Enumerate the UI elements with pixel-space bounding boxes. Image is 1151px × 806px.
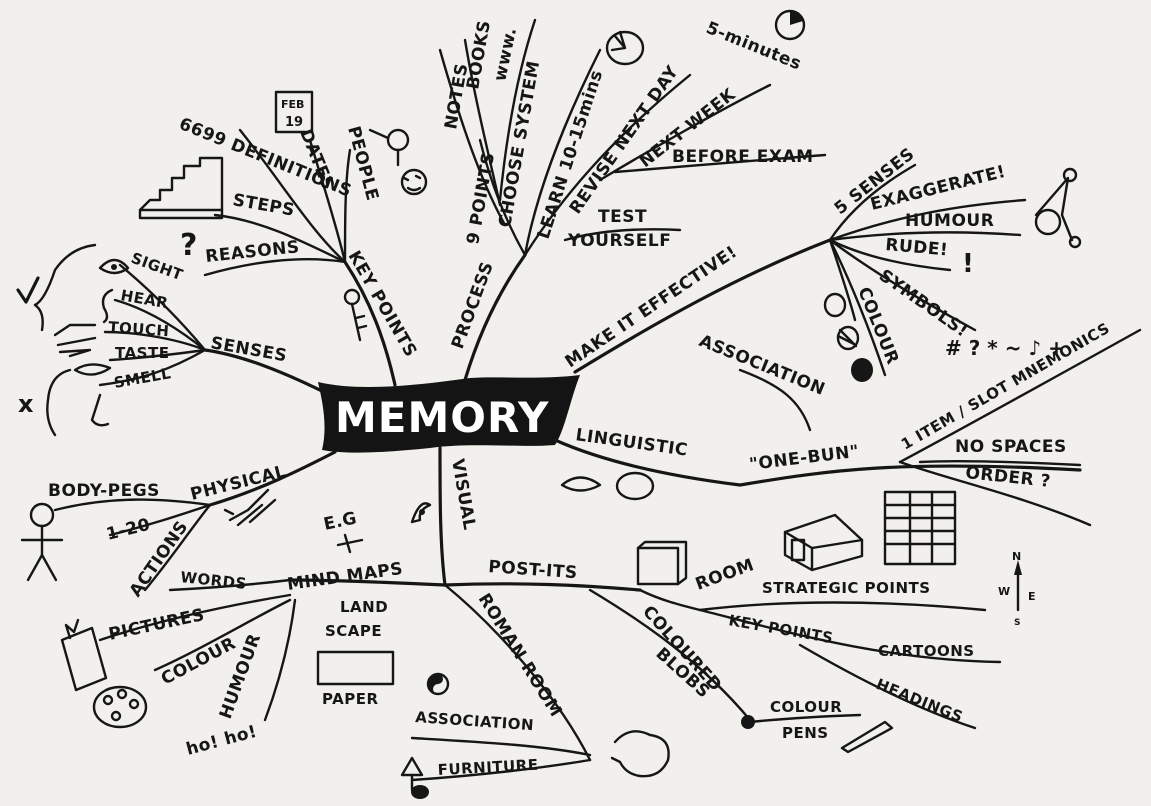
one-twenty-label: 1-20 — [104, 515, 152, 545]
sense-taste-label: TASTE — [115, 344, 169, 362]
post-its-label: POST-ITS — [488, 557, 579, 583]
paper-label: PAPER — [322, 690, 379, 708]
sense-touch-label: TOUCH — [108, 318, 170, 340]
svg-text:W: W — [998, 585, 1010, 598]
www-label: www. — [490, 26, 521, 83]
landscape-label-1: LAND — [340, 598, 388, 616]
stick-figure-icon — [20, 502, 64, 582]
key-points-visual-label: KEY POINTS — [727, 611, 834, 647]
exclamation-icon: ! — [962, 249, 974, 279]
central-title: MEMORY — [335, 393, 549, 442]
svg-text:FEB: FEB — [281, 98, 304, 111]
pictures-label: PICTURES — [107, 605, 207, 645]
association-label: ASSOCIATION — [696, 331, 828, 400]
no-spaces-label: NO SPACES — [955, 437, 1067, 457]
mind-maps-label: MIND MAPS — [286, 559, 404, 595]
books-label: BOOKS — [463, 19, 495, 91]
compass-icon: N W E S — [998, 550, 1036, 628]
hand-wave-icon — [223, 488, 277, 527]
yourself-label: YOURSELF — [567, 231, 671, 251]
branch-key-points: KEY POINTS 6699 DEFINITIONS DATES PEOPLE… — [138, 90, 428, 361]
furniture-label: FURNITURE — [437, 756, 539, 779]
humour-label: HUMOUR — [905, 211, 994, 231]
headings-label: HEADINGS — [874, 675, 966, 726]
clock-icon — [605, 30, 645, 66]
tick-icon — [16, 276, 40, 304]
test-label: TEST — [598, 207, 647, 227]
hand-icon — [53, 323, 97, 358]
association-roman-label: ASSOCIATION — [415, 708, 535, 734]
eye-visual-icon — [410, 502, 432, 524]
table-grid-icon — [883, 490, 957, 566]
key-icon — [343, 288, 368, 342]
colour-pens-label-1: COLOUR — [770, 698, 842, 716]
eg-label: E.G — [322, 508, 359, 535]
reasons-label: REASONS — [204, 237, 300, 267]
body-pegs-label: BODY-PEGS — [48, 481, 160, 501]
physical-label: PHYSICAL — [188, 462, 288, 505]
calendar-icon: FEB 19 — [274, 90, 314, 134]
roman-head-icon — [610, 730, 670, 778]
mm-colour-label: COLOUR — [158, 633, 239, 689]
svg-text:N: N — [1012, 550, 1021, 563]
branch-linguistic: LINGUISTIC "ONE-BUN" 1 ITEM / SLOT MNEMO… — [560, 319, 1142, 527]
nose-icon — [90, 393, 110, 427]
post-it-icon — [636, 540, 688, 586]
symbol-glyphs: # ? * ~ ♪ + — [945, 336, 1065, 360]
people-faces-icon — [368, 128, 428, 196]
colour-blobs-icon — [823, 292, 873, 382]
colour-dot-icon — [741, 715, 755, 729]
branch-senses: SENSES SIGHT HEAR TOUCH TASTE SMELL x — [16, 243, 289, 437]
question-mark-icon: ? — [180, 228, 197, 263]
clock-small-icon — [774, 9, 806, 41]
room-label: ROOM — [693, 555, 757, 595]
palette-icon — [92, 685, 148, 729]
brace-top — [33, 243, 97, 332]
pen-icon — [840, 720, 894, 754]
svg-text:S: S — [1014, 618, 1020, 628]
jester-face-icon — [1034, 167, 1082, 249]
stairs-icon — [138, 156, 224, 220]
eg-arrow — [336, 533, 364, 554]
hoho-label: ho! ho! — [184, 722, 259, 760]
brace-bottom — [46, 368, 72, 437]
svg-text:19: 19 — [285, 115, 303, 130]
paper-landscape-icon — [316, 650, 395, 686]
steps-label: STEPS — [231, 190, 296, 221]
colour-pens-label-2: PENS — [782, 724, 829, 742]
main-branches — [203, 238, 1082, 592]
rude-label: RUDE! — [885, 235, 949, 260]
roman-room-label: ROMAN ROOM — [474, 590, 566, 721]
sense-smell-label: SMELL — [113, 364, 173, 392]
ear-icon — [101, 288, 114, 324]
eye-icon — [98, 258, 130, 275]
visual-label: VISUAL — [447, 457, 479, 531]
mouth-icon — [73, 363, 112, 376]
before-exam-label: BEFORE EXAM — [672, 147, 814, 167]
central-node: MEMORY — [318, 375, 580, 453]
lips-speech-icon — [560, 471, 655, 501]
cross-icon: x — [18, 390, 34, 418]
lamp-icon — [400, 756, 429, 799]
landscape-label-2: SCAPE — [325, 622, 382, 640]
strategic-points-label: STRATEGIC POINTS — [762, 579, 931, 597]
process-label: PROCESS — [448, 259, 498, 352]
branch-physical: PHYSICAL BODY-PEGS 1-20 ACTIONS — [20, 462, 288, 601]
cartoons-label: CARTOONS — [878, 642, 975, 660]
picture-frame-icon — [60, 618, 108, 692]
yin-yang-icon — [426, 672, 450, 696]
points-label: 9 POINTS — [463, 151, 499, 246]
five-minutes-label: 5-minutes — [703, 18, 804, 74]
room-box-icon — [783, 513, 864, 572]
sense-hear-label: HEAR — [119, 286, 169, 312]
svg-text:E: E — [1028, 590, 1036, 603]
learn-label: LEARN 10-15mins — [534, 68, 608, 242]
